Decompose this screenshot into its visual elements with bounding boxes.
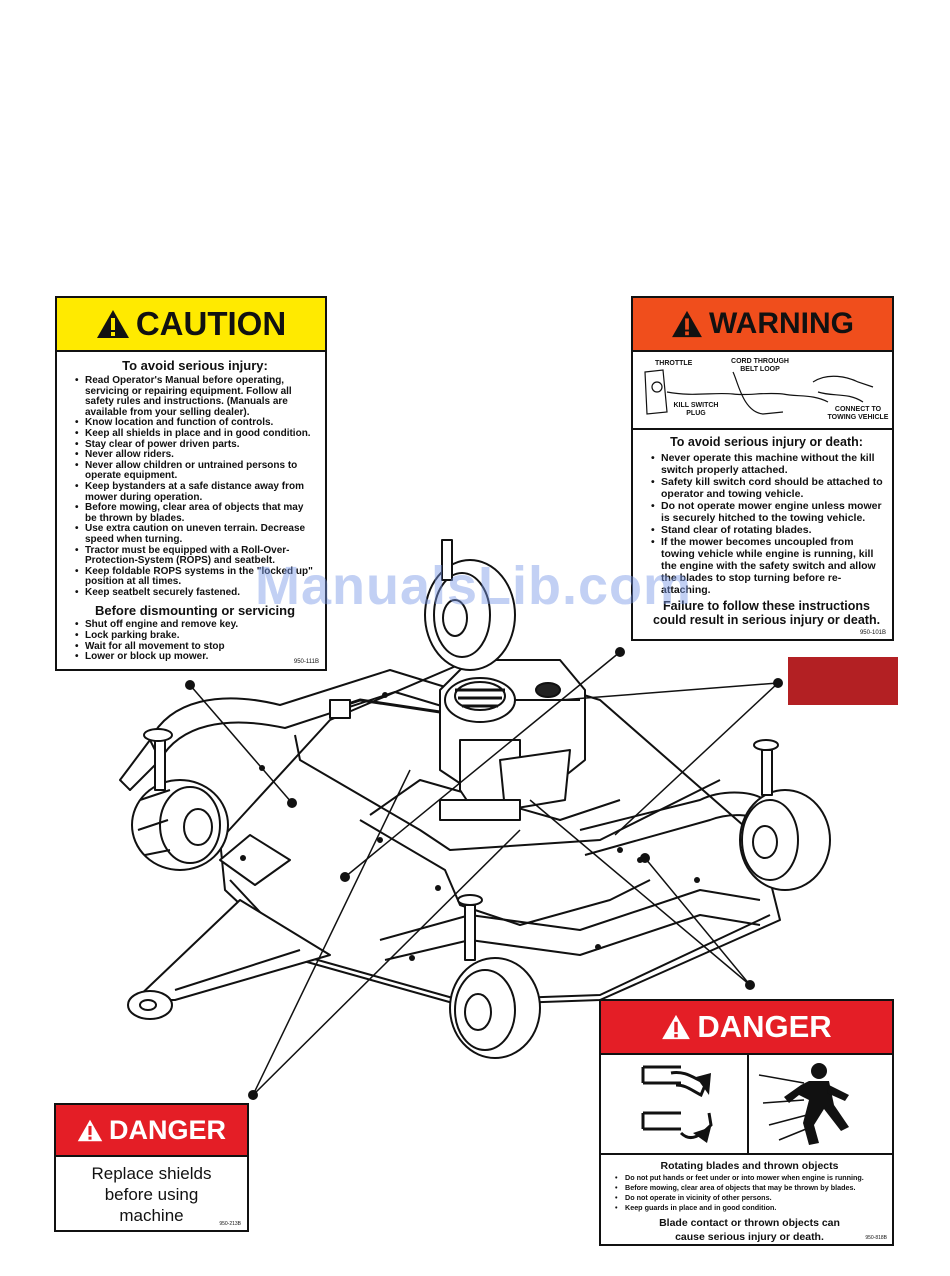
- caution-subtitle: To avoid serious injury:: [122, 358, 268, 373]
- list-item: Keep foldable ROPS systems in the "locke…: [75, 566, 317, 588]
- danger-header: DANGER: [56, 1105, 247, 1157]
- list-item: Before mowing, clear area of objects tha…: [615, 1183, 886, 1193]
- connect-label: CONNECT TO TOWING VEHICLE: [827, 406, 889, 421]
- list-item: Never allow children or untrained person…: [75, 460, 317, 482]
- warning-footer: Failure to follow these instructions cou…: [652, 599, 881, 627]
- caution-list-2: Shut off engine and remove key. Lock par…: [73, 620, 317, 663]
- list-item: Lock parking brake.: [75, 630, 317, 642]
- warning-triangle-icon: [662, 1014, 691, 1040]
- list-item: If the mower becomes uncoupled from towi…: [651, 536, 884, 596]
- red-reflector: [788, 657, 898, 705]
- kill-switch-label: KILL SWITCH PLUG: [673, 402, 719, 417]
- danger-pictograms: [601, 1055, 892, 1155]
- cord-label: CORD THROUGH BELT LOOP: [731, 358, 789, 373]
- danger-text: Replace shields before using machine: [91, 1164, 212, 1225]
- list-item: Tractor must be equipped with a Roll-Ove…: [75, 545, 317, 567]
- list-item: Never operate this machine without the k…: [651, 452, 884, 476]
- person-struck-icon: [758, 1063, 849, 1145]
- danger-shields-decal: DANGER Replace shields before using mach…: [54, 1103, 249, 1232]
- hand-foot-blade-icon: [641, 1065, 713, 1143]
- caution-header: CAUTION: [57, 298, 325, 352]
- caution-code: 950-111B: [293, 659, 319, 665]
- caution-list: Read Operator's Manual before operating,…: [73, 375, 317, 599]
- danger-subtitle: Rotating blades and thrown objects: [660, 1160, 839, 1172]
- danger-large-code: 950-818B: [865, 1235, 887, 1241]
- list-item: Keep all shields in place and in good co…: [75, 428, 317, 440]
- warning-decal: WARNING THROTTLE CORD THROUGH BELT LOOP …: [631, 296, 894, 641]
- thrown-objects-pictogram: [749, 1055, 894, 1153]
- warning-header: WARNING: [633, 298, 892, 352]
- danger-footer: Blade contact or thrown objects can caus…: [659, 1217, 840, 1243]
- warning-triangle-icon: [672, 310, 702, 338]
- warning-triangle-icon: [96, 310, 129, 338]
- list-item: Keep bystanders at a safe distance away …: [75, 481, 317, 503]
- danger-header: DANGER: [601, 1001, 892, 1055]
- list-item: Stand clear of rotating blades.: [651, 524, 884, 536]
- warning-code: 950-101B: [859, 630, 886, 636]
- list-item: Keep seatbelt securely fastened.: [75, 587, 317, 599]
- list-item: Never allow riders.: [75, 450, 317, 461]
- list-item: Lower or block up mower.: [75, 652, 317, 663]
- warning-title: WARNING: [709, 307, 854, 340]
- list-item: Do not operate mower engine unless mower…: [651, 500, 884, 524]
- list-item: Safety kill switch cord should be attach…: [651, 476, 884, 500]
- danger-blades-decal: DANGER: [599, 999, 894, 1246]
- list-item: Do not put hands or feet under or into m…: [615, 1173, 886, 1183]
- list-item: Before mowing, clear area of objects tha…: [75, 502, 317, 524]
- caution-decal: CAUTION To avoid serious injury: Read Op…: [55, 296, 327, 671]
- watermark: ManualsLib.com: [255, 556, 693, 616]
- caution-title: CAUTION: [135, 305, 287, 342]
- warning-subtitle: To avoid serious injury or death:: [670, 435, 863, 449]
- list-item: Do not operate in vicinity of other pers…: [615, 1193, 886, 1203]
- list-item: Wait for all movement to stop: [75, 641, 317, 653]
- warning-triangle-icon: [77, 1119, 103, 1141]
- warning-list: Never operate this machine without the k…: [649, 452, 884, 596]
- danger-title: DANGER: [697, 1009, 832, 1044]
- danger-list: Do not put hands or feet under or into m…: [613, 1173, 886, 1213]
- list-item: Keep guards in place and in good conditi…: [615, 1203, 886, 1213]
- list-item: Read Operator's Manual before operating,…: [75, 375, 317, 418]
- kill-switch-diagram: THROTTLE CORD THROUGH BELT LOOP KILL SWI…: [633, 352, 892, 430]
- caution-subtitle-2: Before dismounting or servicing: [94, 603, 296, 619]
- danger-small-code: 950-213B: [219, 1221, 241, 1227]
- list-item: Know location and function of controls.: [75, 418, 317, 429]
- list-item: Shut off engine and remove key.: [75, 620, 317, 631]
- blade-hazard-pictogram: [601, 1055, 749, 1153]
- list-item: Stay clear of power driven parts.: [75, 439, 317, 451]
- throttle-label: THROTTLE: [655, 360, 693, 367]
- list-item: Use extra caution on uneven terrain. Dec…: [75, 523, 317, 545]
- danger-title: DANGER: [108, 1114, 226, 1145]
- kill-switch-illustration: [644, 369, 874, 415]
